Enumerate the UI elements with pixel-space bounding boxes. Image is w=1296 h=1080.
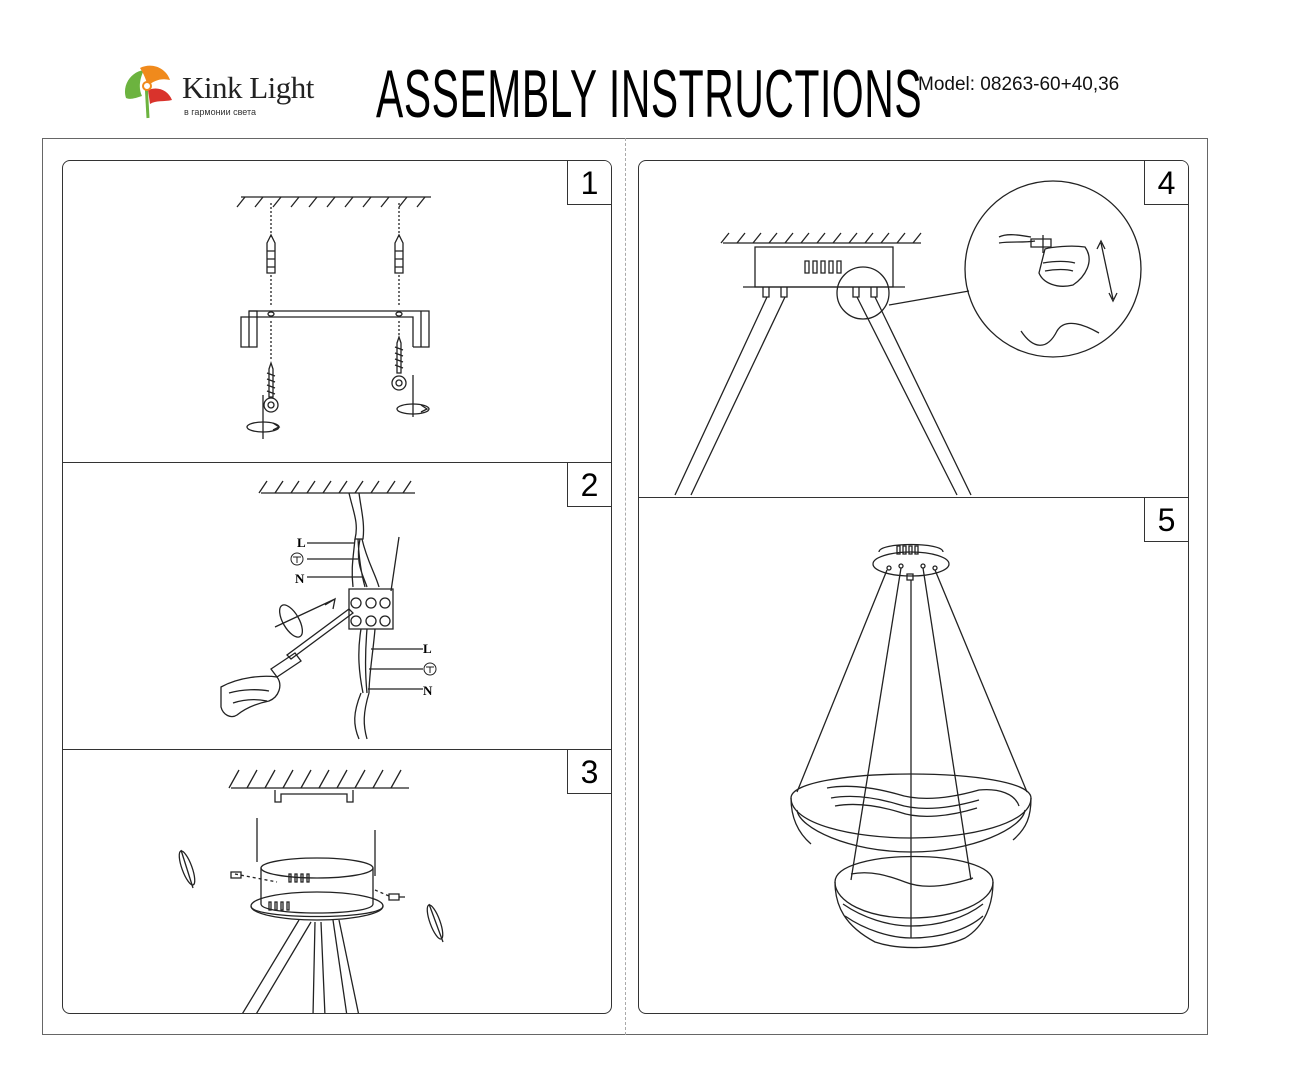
step-3-panel: 3 bbox=[63, 749, 611, 1013]
brand-logo: Kink Light в гармонии света bbox=[118, 60, 328, 130]
step-3-number: 3 bbox=[567, 750, 611, 794]
earth-top-icon bbox=[290, 552, 304, 566]
step-1-number: 1 bbox=[567, 161, 611, 205]
step-3-canopy-attach-drawing bbox=[178, 769, 444, 1013]
right-column: 4 5 bbox=[638, 160, 1189, 1014]
step-2-label-neutral-top: N bbox=[295, 571, 305, 586]
step-4-cable-adjust-drawing bbox=[674, 180, 1142, 496]
page-title: ASSEMBLY INSTRUCTIONS bbox=[376, 56, 923, 132]
step-4-number: 4 bbox=[1144, 161, 1188, 205]
step-5-panel: 5 bbox=[639, 497, 1188, 1013]
logo-mark-icon bbox=[124, 65, 172, 119]
brand-name: Kink Light bbox=[182, 70, 314, 105]
earth-bottom-icon bbox=[423, 662, 437, 676]
step-2-label-neutral-bottom: N bbox=[423, 683, 433, 698]
column-divider bbox=[625, 138, 626, 1035]
step-1-bracket-mounting-drawing bbox=[236, 196, 431, 439]
step-1-panel: 1 bbox=[63, 161, 611, 462]
brand-tagline: в гармонии света bbox=[184, 107, 257, 117]
step-2-label-line-bottom: L bbox=[423, 641, 432, 656]
step-2-number: 2 bbox=[567, 463, 611, 507]
step-5-number: 5 bbox=[1144, 498, 1188, 542]
step-2-panel: 2 bbox=[63, 462, 611, 749]
step-5-finished-chandelier-drawing bbox=[790, 543, 1032, 949]
left-column: 1 bbox=[62, 160, 612, 1014]
step-4-panel: 4 bbox=[639, 161, 1188, 497]
step-2-label-line-top: L bbox=[297, 535, 306, 550]
step-2-wiring-drawing: L N L N bbox=[220, 480, 437, 740]
model-number: Model: 08263-60+40,36 bbox=[918, 74, 1120, 95]
